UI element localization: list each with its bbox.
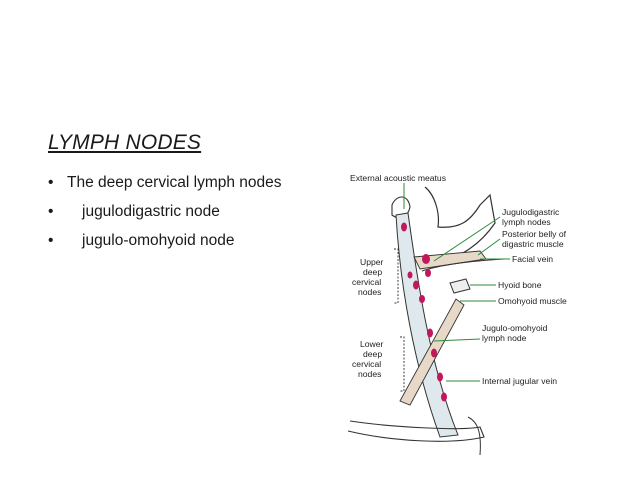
clavicle-outline xyxy=(347,420,485,442)
node xyxy=(427,328,433,338)
bullet-marker: • xyxy=(48,203,54,220)
node xyxy=(441,392,447,402)
bullet-text: The deep cervical lymph nodes xyxy=(67,174,282,191)
label-upper-deep: deep xyxy=(363,267,382,277)
label-lower-deep: deep xyxy=(363,349,382,359)
label-lower-nodes: nodes xyxy=(358,369,381,379)
label-jugulodigastric: Jugulodigastric xyxy=(502,207,560,217)
label-omohyoid-muscle: Omohyoid muscle xyxy=(498,296,567,306)
label-jugulo-omohyoid: Jugulo-omohyoid xyxy=(482,323,548,333)
node xyxy=(401,222,407,232)
slide-title: LYMPH NODES xyxy=(48,131,202,154)
internal-jugular-vein xyxy=(395,212,459,438)
lymph-nodes xyxy=(401,222,447,402)
bullet-item: • jugulodigastric node xyxy=(48,197,282,226)
lower-bracket xyxy=(400,336,405,392)
upper-bracket xyxy=(394,248,399,304)
node xyxy=(431,348,437,358)
label-facial-vein: Facial vein xyxy=(512,254,553,264)
mandible-outline xyxy=(424,186,496,262)
bullet-marker: • xyxy=(48,174,54,191)
node xyxy=(419,295,425,303)
label-hyoid-bone: Hyoid bone xyxy=(498,280,542,290)
label-external-acoustic-meatus: External acoustic meatus xyxy=(350,173,446,183)
label-lower-cervical: cervical xyxy=(352,359,381,369)
bullet-list: • The deep cervical lymph nodes • jugulodi… xyxy=(48,168,282,255)
bullet-item: • jugulo-omohyoid node xyxy=(48,226,282,255)
leader-lines xyxy=(403,183,510,382)
bullet-text: jugulodigastric node xyxy=(82,203,220,220)
bullet-text: jugulo-omohyoid node xyxy=(82,232,235,249)
sternum-outline xyxy=(467,416,481,455)
node xyxy=(413,280,419,290)
label-jugulodigastric-2: lymph nodes xyxy=(502,217,551,227)
node xyxy=(407,271,413,279)
label-jugulo-omohyoid-2: lymph node xyxy=(482,333,527,343)
label-posterior-belly: Posterior belly of xyxy=(502,229,567,239)
bullet-marker: • xyxy=(48,232,54,249)
neck-lymph-diagram: External acoustic meatus Jugulodigastric… xyxy=(347,173,567,455)
node xyxy=(422,254,430,264)
node xyxy=(425,269,431,277)
label-upper: Upper xyxy=(360,257,384,267)
label-internal-jugular-vein: Internal jugular vein xyxy=(482,376,557,386)
bullet-item: • The deep cervical lymph nodes xyxy=(48,168,282,197)
label-upper-nodes: nodes xyxy=(358,287,381,297)
hyoid-bone xyxy=(449,278,471,294)
node xyxy=(437,372,443,382)
label-upper-cervical: cervical xyxy=(352,277,381,287)
label-lower: Lower xyxy=(360,339,384,349)
label-posterior-belly-2: digastric muscle xyxy=(502,239,564,249)
